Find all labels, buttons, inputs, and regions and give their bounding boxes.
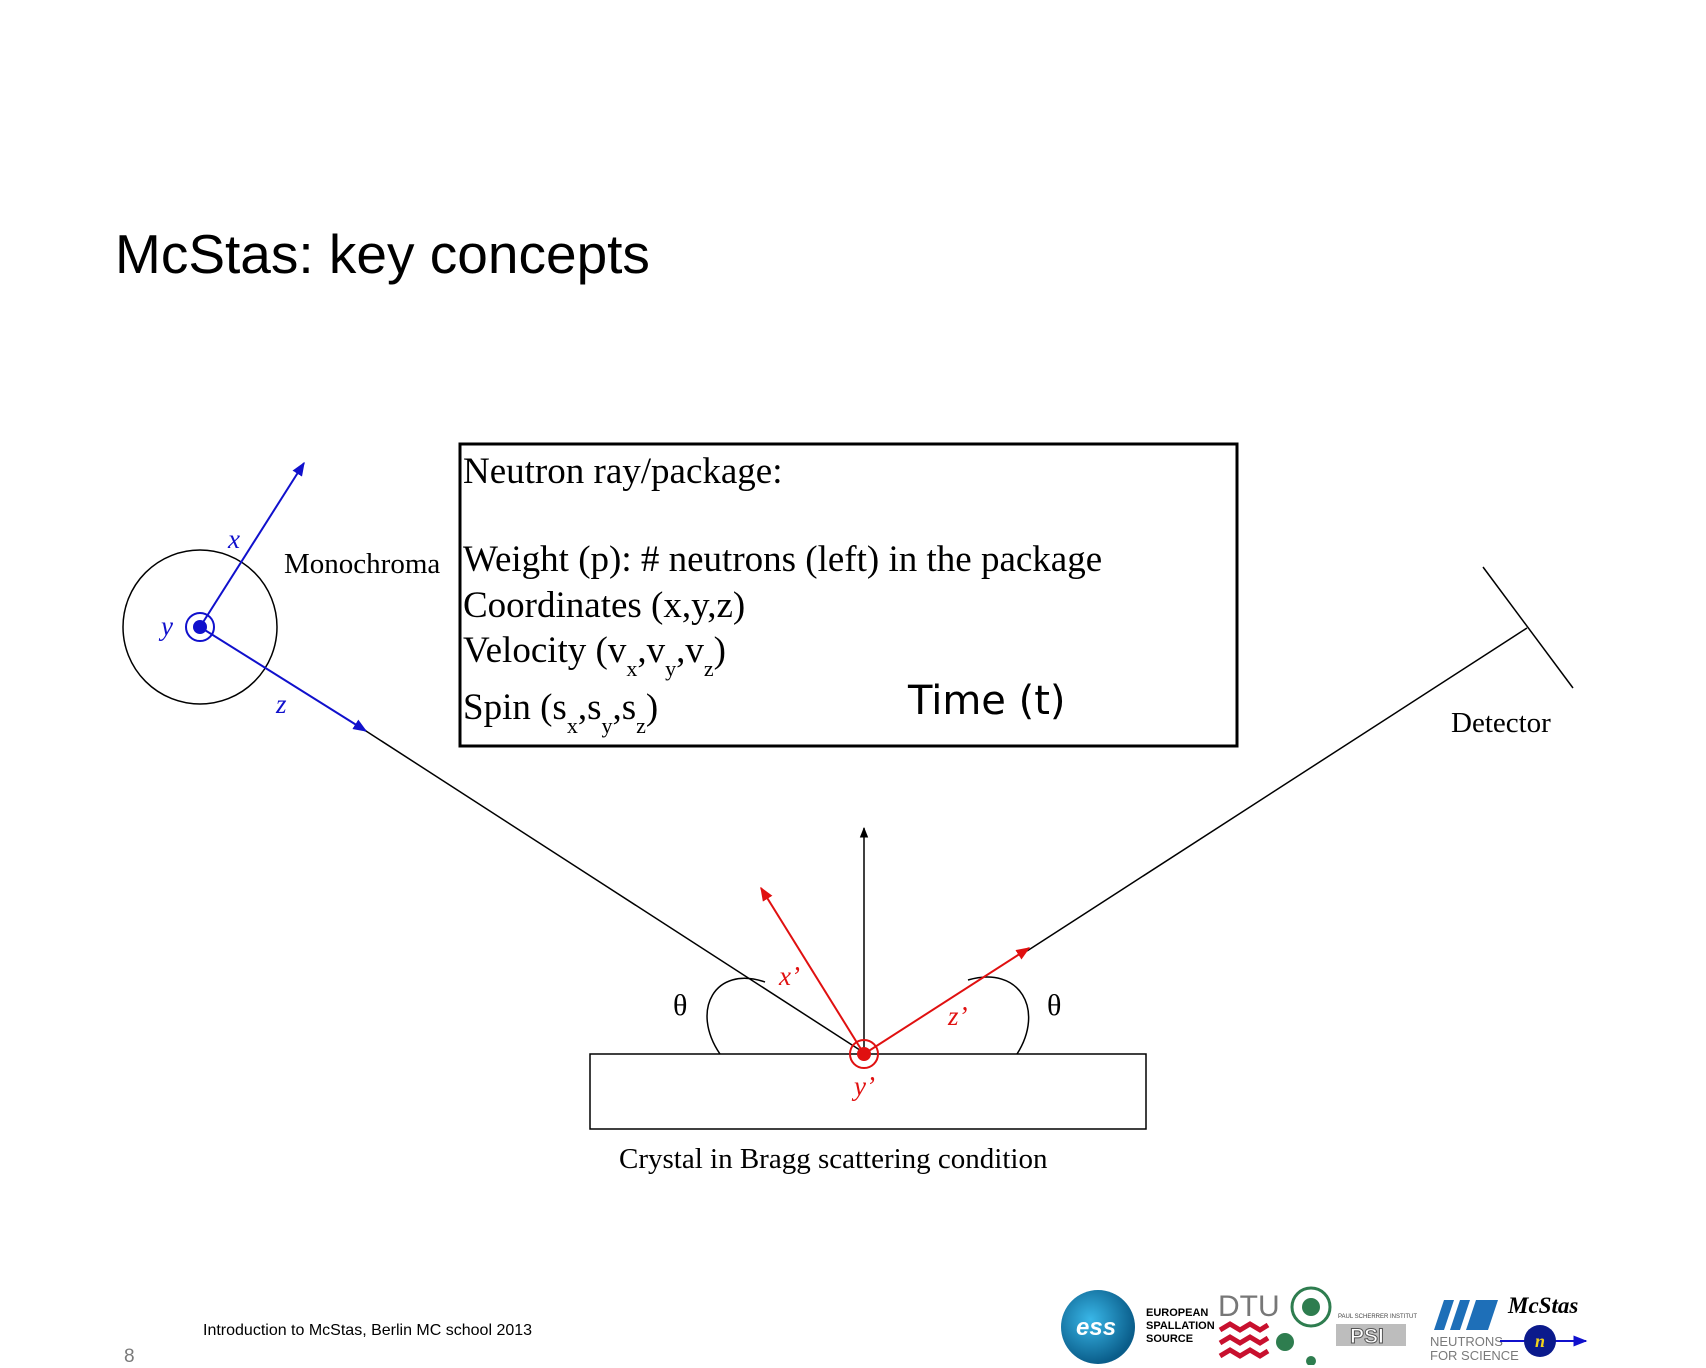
info-coordinates: Coordinates (x,y,z) [463, 585, 745, 626]
svg-text:n: n [1535, 1331, 1545, 1351]
ill-logo: NEUTRONS FOR SCIENCE [1430, 1300, 1519, 1363]
y-axis-label: y [158, 611, 173, 641]
z-axis-arrow [199, 626, 368, 732]
svg-text:McStas: McStas [1507, 1293, 1578, 1318]
incident-ray [365, 730, 867, 1055]
theta-arc-right [967, 976, 1030, 1055]
monochromator-label: Monochroma [284, 548, 440, 580]
x-axis-label: x [227, 524, 240, 554]
x-axis-arrow [199, 461, 305, 628]
svg-text:PSI: PSI [1350, 1325, 1384, 1348]
y-prime-axis-label: y’ [851, 1071, 875, 1101]
svg-text:SOURCE: SOURCE [1146, 1333, 1193, 1345]
slide-title: McStas: key concepts [115, 223, 650, 285]
monochromator-circle [122, 549, 278, 705]
svg-text:ess: ess [1076, 1314, 1116, 1341]
dtu-logo: DTU [1218, 1290, 1280, 1359]
info-spin: Spin (sx,sy,sz) [463, 687, 658, 738]
info-heading: Neutron ray/package: [463, 451, 783, 492]
y-prime-axis-ring [849, 1039, 879, 1069]
x-prime-axis-arrow [760, 886, 865, 1055]
detector-label: Detector [1451, 707, 1551, 739]
svg-text:SPALLATION: SPALLATION [1146, 1320, 1215, 1332]
crystal-label: Crystal in Bragg scattering condition [619, 1143, 1048, 1175]
svg-text:DTU: DTU [1218, 1290, 1280, 1323]
page-number: 8 [124, 1346, 135, 1367]
theta-right: θ [1047, 989, 1061, 1022]
z-prime-axis-label: z’ [947, 1001, 968, 1031]
info-velocity: Velocity (vx,vy,vz) [463, 630, 726, 681]
info-time: Time (t) [907, 678, 1066, 724]
svg-text:PAUL SCHERRER INSTITUT: PAUL SCHERRER INSTITUT [1338, 1314, 1417, 1320]
svg-text:EUROPEAN: EUROPEAN [1146, 1307, 1208, 1319]
theta-left: θ [673, 989, 687, 1022]
ku-logo [1276, 1286, 1332, 1365]
mcstas-logo: McStas n [1500, 1293, 1588, 1357]
theta-arc-left [706, 977, 766, 1055]
y-prime-axis-dot [857, 1047, 871, 1061]
footer-text: Introduction to McStas, Berlin MC school… [203, 1322, 533, 1339]
z-prime-axis-arrow [863, 947, 1031, 1055]
svg-text:FOR SCIENCE: FOR SCIENCE [1430, 1348, 1519, 1363]
z-axis-label: z [275, 689, 287, 719]
info-box [458, 442, 1239, 748]
info-weight: Weight (p): # neutrons (left) in the pac… [463, 539, 1102, 580]
x-prime-axis-label: x’ [778, 961, 800, 991]
detector-plate [1482, 566, 1574, 689]
y-axis-ring [185, 612, 215, 642]
psi-logo: PAUL SCHERRER INSTITUT PSI [1336, 1314, 1417, 1349]
svg-text:NEUTRONS: NEUTRONS [1430, 1334, 1503, 1349]
ess-logo: ess EUROPEAN SPALLATION SOURCE [1061, 1290, 1215, 1364]
scattered-ray [1026, 627, 1528, 952]
